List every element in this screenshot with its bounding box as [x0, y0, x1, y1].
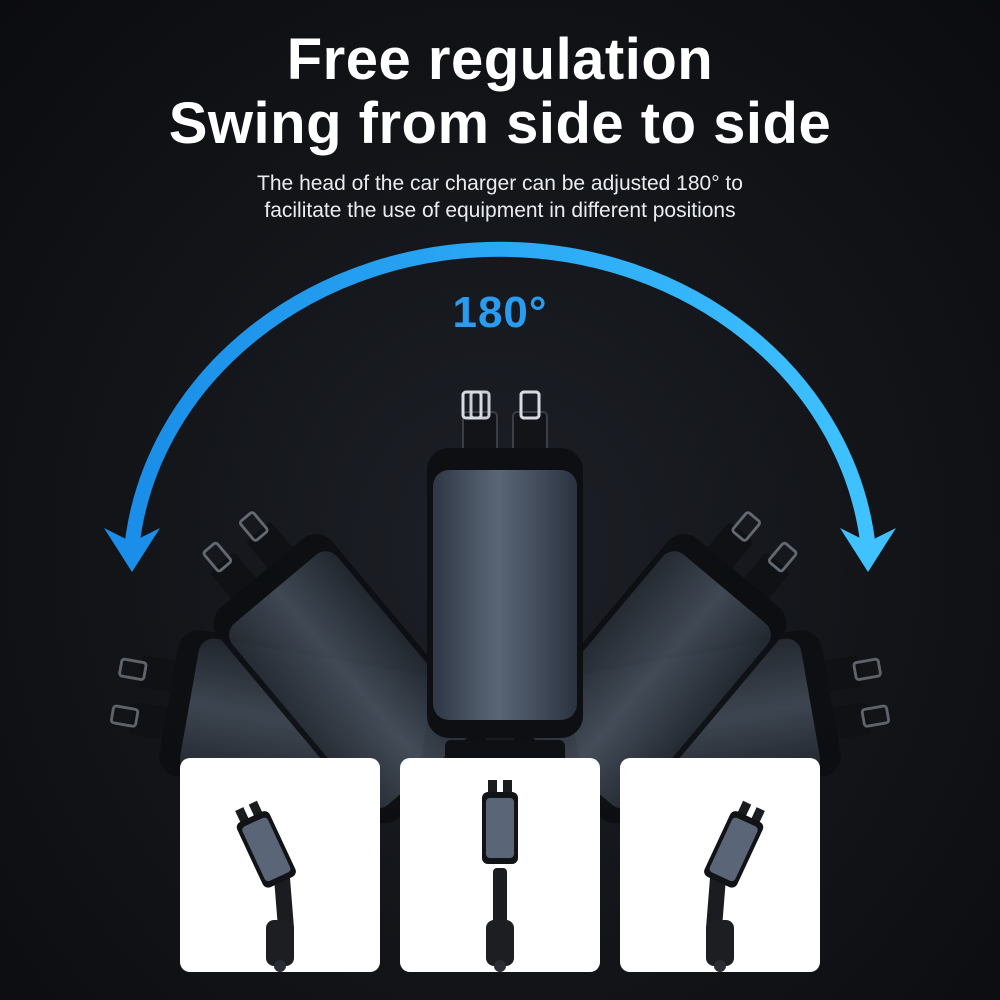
headline-line-1: Free regulation	[286, 27, 714, 92]
lightning-connector-icon	[519, 390, 541, 420]
double-arrow-arc-icon	[104, 241, 896, 572]
headline-line-2: Swing from side to side	[168, 91, 832, 156]
thumbnail-tilted-right	[620, 758, 820, 972]
charger-main-upright	[425, 390, 585, 780]
description-line-2: facilitate the use of equipment in diffe…	[264, 199, 736, 222]
thumbnail-tilted-left	[180, 758, 380, 972]
description-line-1: The head of the car charger can be adjus…	[257, 172, 743, 195]
thumbnail-upright	[400, 758, 600, 972]
rotation-angle-label: 180°	[452, 288, 548, 337]
usb-c-connector-icon	[461, 390, 483, 420]
